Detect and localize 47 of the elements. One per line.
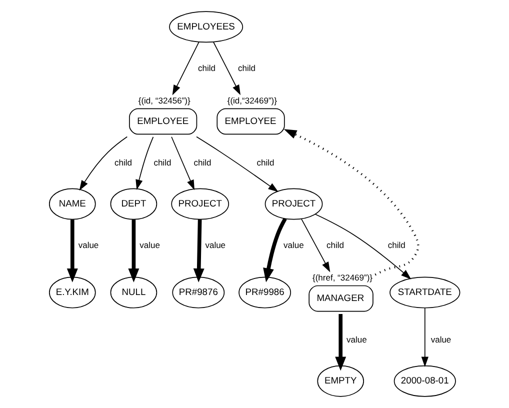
- arrow: [284, 129, 420, 276]
- arrow: [263, 218, 287, 282]
- arrow: [136, 136, 154, 190]
- arrow: [196, 136, 278, 192]
- node-box: EMPLOYEE: [216, 108, 285, 135]
- node-ellipse: DEPT: [110, 188, 158, 220]
- node-ellipse: E.Y.KIM: [48, 276, 96, 308]
- arrow: [172, 42, 200, 96]
- node-ellipse: EMPTY: [317, 365, 364, 397]
- node-ellipse: PR#9876: [172, 276, 225, 308]
- node-label: {(href, “32469”)}: [312, 272, 373, 283]
- edge-label: child: [114, 157, 132, 168]
- edge-label: child: [256, 157, 274, 168]
- arrow: [335, 314, 346, 371]
- node-ellipse: 2000-08-01: [394, 365, 456, 397]
- node-box: MANAGER: [308, 285, 374, 312]
- edge-label: child: [238, 62, 256, 73]
- node-ellipse: PR#9986: [238, 276, 292, 308]
- node-ellipse: NAME: [48, 188, 96, 220]
- edge-label: child: [388, 240, 406, 250]
- edge-label: value: [346, 334, 367, 344]
- edge-label: child: [326, 240, 344, 250]
- arrow: [66, 220, 78, 282]
- edge-label: child: [198, 62, 216, 73]
- node-ellipse: PROJECT: [171, 188, 230, 220]
- arrow: [421, 308, 428, 368]
- edge-label: value: [205, 240, 226, 250]
- node-ellipse: STARTDATE: [390, 276, 460, 308]
- edge-label: value: [78, 240, 99, 250]
- arrow: [193, 220, 204, 282]
- node-ellipse: NULL: [110, 276, 158, 308]
- node-ellipse: PROJECT: [264, 188, 323, 220]
- node-label: {(id, “32456”)}: [138, 96, 190, 106]
- edge-label: value: [430, 334, 452, 344]
- arrow: [171, 136, 194, 190]
- edge-label: child: [154, 157, 172, 168]
- arrow: [128, 220, 140, 282]
- arrow: [314, 214, 412, 280]
- arrow: [300, 218, 330, 272]
- node-label: {(id,“32469”)}: [227, 96, 277, 106]
- arrow: [212, 42, 240, 96]
- node-box: EMPLOYEE: [129, 108, 198, 135]
- node-ellipse: EMPLOYEES: [169, 11, 244, 43]
- arrow: [79, 136, 128, 191]
- edge-label: child: [194, 157, 212, 168]
- edge-label: value: [284, 240, 304, 250]
- edge-label: value: [140, 240, 160, 250]
